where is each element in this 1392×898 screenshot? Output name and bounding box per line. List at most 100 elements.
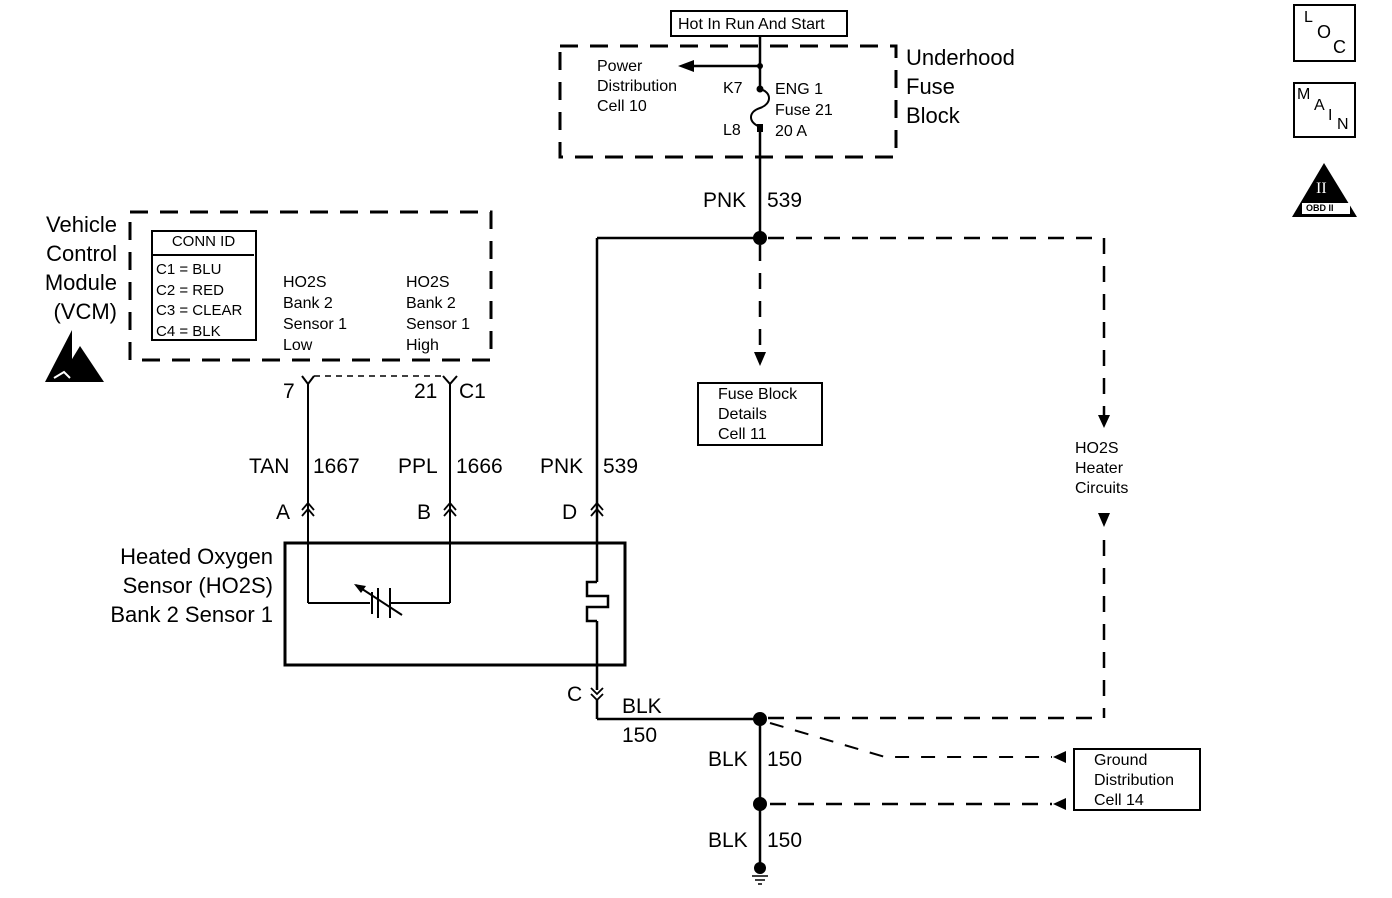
main-letter: A bbox=[1314, 97, 1325, 114]
wire-circuit-label: 1667 bbox=[313, 455, 360, 478]
wire-color-label: BLK bbox=[708, 829, 748, 852]
vcm-circuit-high: HO2S Bank 2 Sensor 1 High bbox=[406, 272, 470, 356]
wire-circuit-label: 150 bbox=[767, 748, 803, 771]
loc-letter: L bbox=[1304, 9, 1313, 26]
label-line: (VCM) bbox=[53, 299, 117, 324]
main-letter: N bbox=[1337, 116, 1349, 133]
arrow-left-icon bbox=[1053, 798, 1066, 810]
underhood-fuse-block-label: Underhood Fuse Block bbox=[906, 43, 1015, 130]
connector-pin-21 bbox=[442, 375, 458, 386]
arrow-left-icon bbox=[1053, 751, 1066, 763]
label-line: Cell 10 bbox=[597, 98, 647, 115]
label-line: ENG 1 bbox=[775, 81, 824, 98]
main-letter: I bbox=[1328, 107, 1333, 124]
obd-label: OBD II bbox=[1306, 203, 1334, 213]
pin-a-label: A bbox=[276, 501, 291, 524]
label-line: Bank 2 Sensor 1 bbox=[110, 602, 273, 627]
label-line: Fuse 21 bbox=[775, 102, 833, 119]
label-line: Bank 2 bbox=[283, 295, 333, 312]
label-line: Sensor 1 bbox=[283, 316, 348, 333]
fuse-block-details-text: Fuse Block Details Cell 11 bbox=[718, 385, 797, 445]
pin-b-label: B bbox=[417, 501, 432, 524]
loc-letter: C bbox=[1333, 37, 1346, 57]
label-line: Control bbox=[46, 241, 117, 266]
fuse-block-details-link[interactable]: Fuse Block Details Cell 11 bbox=[697, 382, 823, 446]
vcm-circuit-low: HO2S Bank 2 Sensor 1 Low bbox=[283, 272, 347, 356]
terminal-k7-label: K7 bbox=[723, 80, 743, 97]
label-line: Heater bbox=[1075, 460, 1124, 477]
fuse-icon bbox=[750, 88, 770, 128]
label-line: Distribution bbox=[1094, 772, 1175, 789]
ground-icon bbox=[752, 875, 768, 885]
main-letter: M bbox=[1297, 86, 1311, 103]
connector-chevron-a bbox=[301, 501, 315, 517]
label-line: HO2S bbox=[1075, 440, 1119, 457]
wire-color-label: BLK bbox=[708, 748, 748, 771]
vcm-border bbox=[128, 210, 493, 362]
label-line: 20 A bbox=[775, 123, 808, 140]
splice-dot bbox=[757, 63, 763, 69]
connector-pin-7 bbox=[301, 375, 315, 386]
wire-color-label: PNK bbox=[540, 455, 584, 478]
wire-color-label: BLK bbox=[622, 695, 662, 718]
arrow-icon bbox=[354, 584, 366, 593]
label-line: HO2S bbox=[283, 274, 327, 291]
ground-distribution-text: Ground Distribution Cell 14 bbox=[1094, 751, 1174, 811]
wire-color-label: PPL bbox=[398, 455, 438, 478]
arrow-left-icon bbox=[678, 60, 694, 72]
label-line: Power bbox=[597, 58, 643, 75]
splice-dot bbox=[753, 231, 767, 245]
connector-c1-label: C1 bbox=[459, 380, 486, 403]
pin-c-label: C bbox=[567, 683, 583, 706]
pin-7-label: 7 bbox=[283, 380, 295, 403]
fuse-label: ENG 1 Fuse 21 20 A bbox=[775, 79, 833, 142]
power-distribution-link[interactable]: Power Distribution Cell 10 bbox=[597, 57, 677, 117]
label-line: Distribution bbox=[597, 78, 678, 95]
underhood-fuse-block-border bbox=[558, 44, 898, 159]
label-line: Heated Oxygen bbox=[120, 544, 273, 569]
label-line: Fuse Block bbox=[718, 386, 798, 403]
splice-dot bbox=[753, 797, 767, 811]
label-line: Bank 2 bbox=[406, 295, 456, 312]
conn-id-row: C1 = BLU bbox=[156, 261, 222, 278]
wire-circuit-label: 539 bbox=[767, 189, 803, 212]
ground-distribution-link[interactable]: Ground Distribution Cell 14 bbox=[1073, 748, 1201, 811]
label-line: HO2S bbox=[406, 274, 450, 291]
sensor-label: Heated Oxygen Sensor (HO2S) Bank 2 Senso… bbox=[60, 542, 273, 629]
label-line: Sensor 1 bbox=[406, 316, 471, 333]
label-line: Circuits bbox=[1075, 480, 1129, 497]
label-line: Ground bbox=[1094, 752, 1148, 769]
vcm-label: Vehicle Control Module (VCM) bbox=[20, 210, 117, 326]
conn-id-row: C4 = BLK bbox=[156, 322, 221, 340]
conn-id-divider bbox=[153, 254, 254, 256]
label-line: Cell 14 bbox=[1094, 792, 1144, 809]
conn-id-row: C3 = CLEAR bbox=[156, 302, 243, 319]
heater-element-icon bbox=[585, 580, 610, 623]
conn-id-list: C1 = BLU C2 = RED C3 = CLEAR C4 = BLK bbox=[156, 260, 242, 342]
label-line: Low bbox=[283, 337, 313, 354]
ground-point bbox=[754, 862, 766, 874]
variable-arrow bbox=[355, 584, 403, 616]
obd-numeral: II bbox=[1316, 180, 1327, 197]
conn-id-row: C2 = RED bbox=[156, 281, 224, 299]
wire-color-label: PNK bbox=[703, 189, 747, 212]
label-line: Sensor (HO2S) bbox=[122, 573, 273, 598]
label-line: Module bbox=[44, 270, 117, 295]
arrow-down-icon bbox=[1098, 415, 1110, 428]
wire-circuit-label: 150 bbox=[767, 829, 803, 852]
wire-color-label: TAN bbox=[249, 455, 290, 478]
heater-circuits-link[interactable]: HO2S Heater Circuits bbox=[1075, 439, 1128, 499]
terminal-l8-label: L8 bbox=[723, 122, 741, 139]
label-line: Details bbox=[718, 406, 767, 423]
pin-d-label: D bbox=[562, 501, 578, 524]
hot-in-run-and-start-box: Hot In Run And Start bbox=[670, 10, 848, 37]
conn-id-title: CONN ID bbox=[171, 233, 236, 250]
main-button[interactable]: M A I N bbox=[1293, 82, 1356, 138]
wire-circuit-label: 1666 bbox=[456, 455, 503, 478]
wire-circuit-label: 150 bbox=[622, 724, 658, 747]
arrow-down-icon bbox=[1098, 513, 1110, 527]
power-mode-label: Hot In Run And Start bbox=[678, 16, 825, 33]
loc-button[interactable]: L O C bbox=[1293, 4, 1356, 62]
connector-chevron-b bbox=[443, 501, 457, 517]
